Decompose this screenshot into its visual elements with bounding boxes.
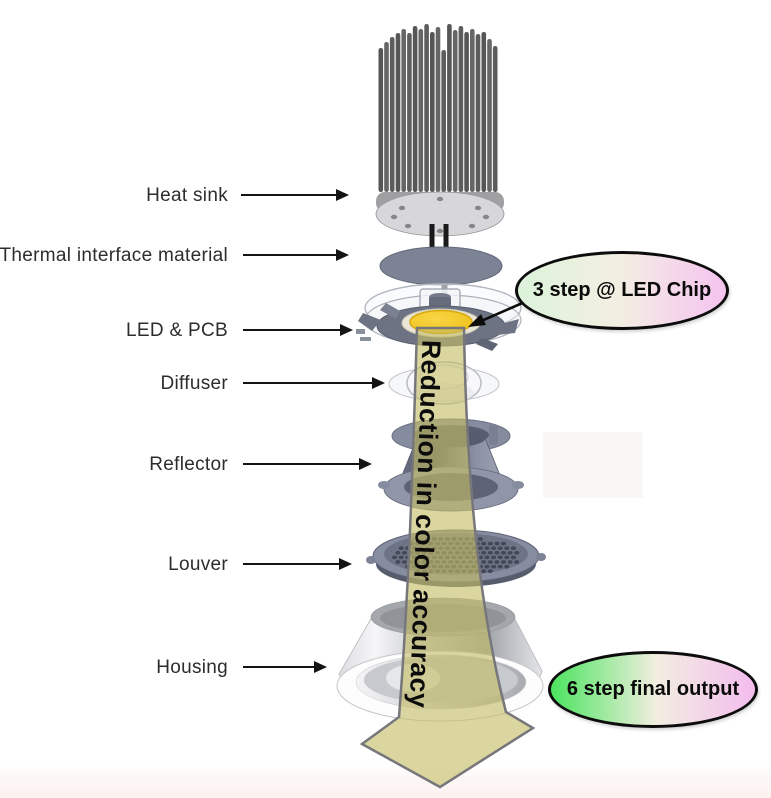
footer-band	[0, 767, 771, 798]
leader-arrow-louver	[243, 558, 352, 570]
label-thermal-interface-material: Thermal interface material	[0, 245, 228, 266]
heat-sink-graphic	[375, 24, 505, 248]
flow-arrow-shape	[359, 326, 536, 789]
leader-arrow-reflector	[243, 458, 372, 470]
label-reflector: Reflector	[149, 454, 228, 475]
leader-arrow-diffuser	[243, 377, 385, 389]
leader-arrow-led-pcb	[243, 324, 353, 336]
leader-arrow-thermal-interface-material	[243, 249, 349, 261]
callout-led-chip: 3 step @ LED Chip	[515, 251, 729, 330]
leader-arrow-housing	[243, 661, 327, 673]
connector-rod	[443, 224, 449, 248]
label-led-pcb: LED & PCB	[126, 320, 228, 341]
heat-sink-mounting-holes	[390, 196, 490, 234]
leader-arrow-heat-sink	[241, 189, 349, 201]
label-housing: Housing	[156, 657, 228, 678]
connector-rod	[429, 224, 435, 248]
faint-background-artifact	[543, 432, 643, 498]
label-louver: Louver	[168, 554, 228, 575]
label-diffuser: Diffuser	[160, 373, 228, 394]
callout-final-output: 6 step final output	[548, 651, 758, 728]
label-heat-sink: Heat sink	[146, 185, 228, 206]
